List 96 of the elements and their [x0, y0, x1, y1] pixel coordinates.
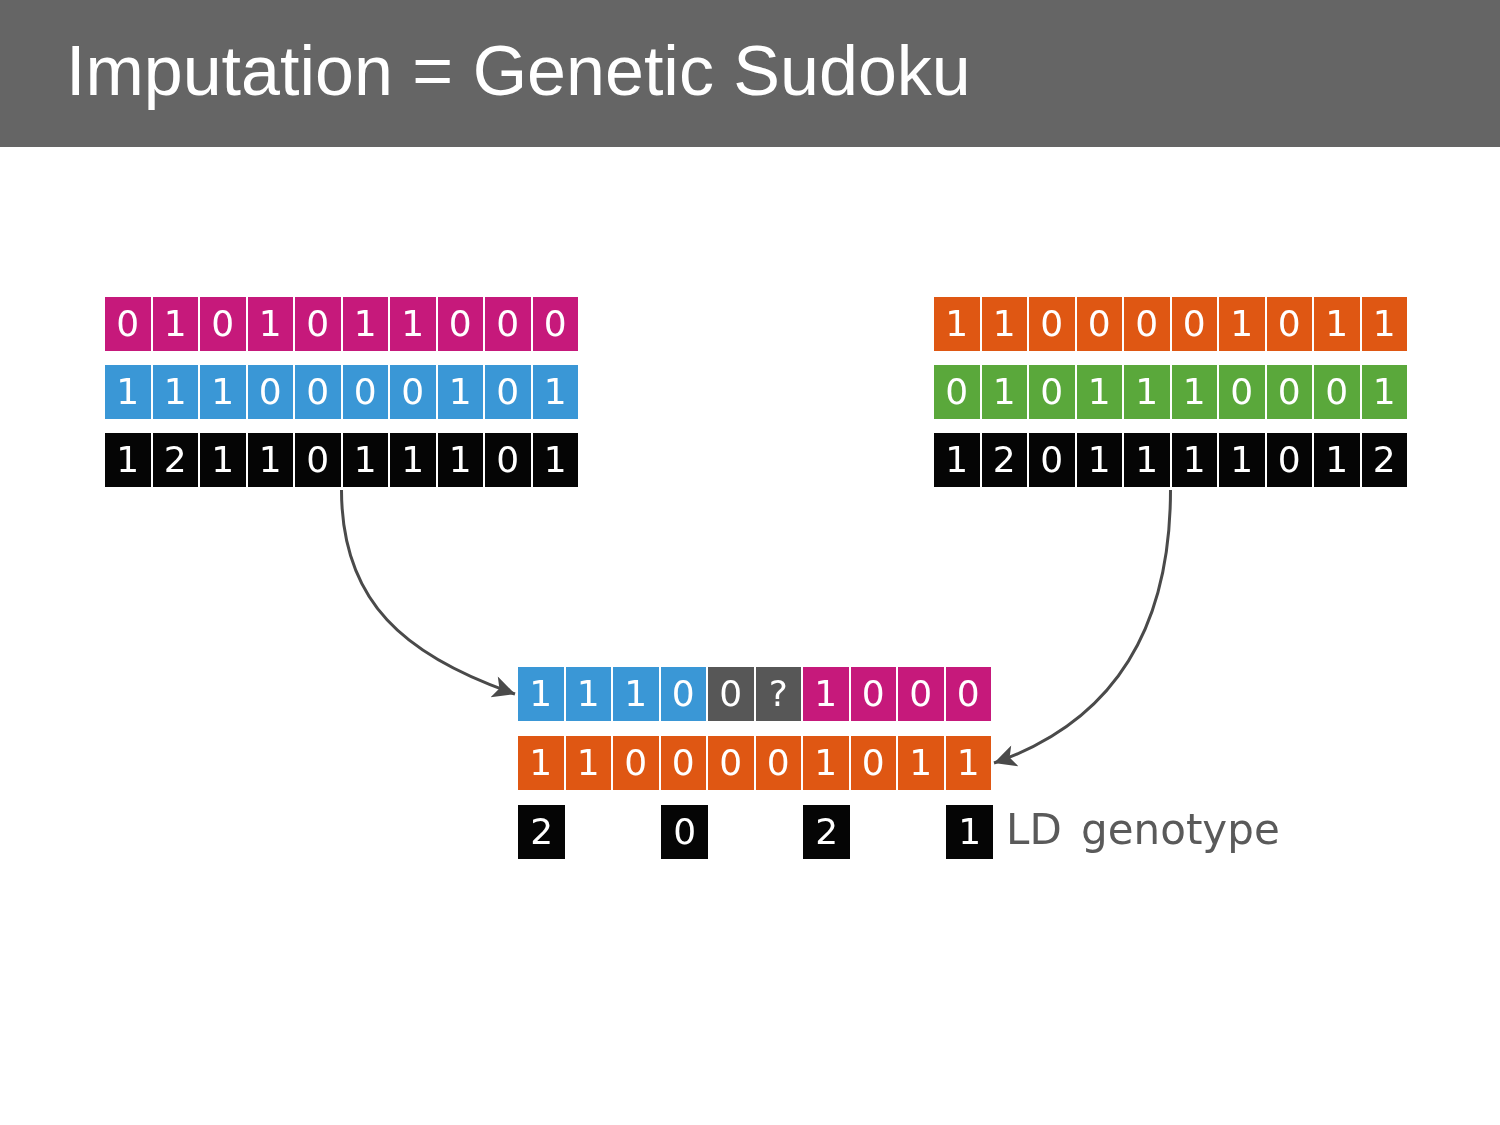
allele-cell: 1: [340, 297, 388, 351]
allele-cell: 0: [706, 667, 754, 721]
allele-cell: 1: [1122, 433, 1170, 487]
allele-cell: 1: [934, 297, 980, 351]
allele-cell: 1: [979, 297, 1027, 351]
allele-cell: 1: [1169, 433, 1217, 487]
allele-cell: 1: [150, 365, 198, 419]
allele-cell: 1: [518, 667, 564, 721]
haplotype-row: [518, 736, 991, 790]
allele-cell: 1: [388, 297, 436, 351]
allele-cell: 1: [1359, 297, 1407, 351]
allele-cell: 2: [1359, 433, 1407, 487]
allele-cell: 0: [1027, 433, 1075, 487]
allele-cell: 1: [340, 433, 388, 487]
haplotype-row: [105, 297, 578, 351]
allele-cell: 1: [611, 667, 659, 721]
allele-cell: 0: [293, 297, 341, 351]
allele-cell: 0: [658, 667, 706, 721]
allele-cell: 1: [198, 433, 246, 487]
allele-cell: 0: [943, 667, 991, 721]
allele-cell: 0: [1264, 297, 1312, 351]
allele-cell: 0: [1264, 365, 1312, 419]
allele-cell: 1: [435, 433, 483, 487]
allele-cell: 0: [1027, 297, 1075, 351]
allele-cell: 0: [245, 365, 293, 419]
allele-cell: 0: [340, 365, 388, 419]
allele-cell: 0: [435, 297, 483, 351]
allele-cell: 1: [801, 667, 849, 721]
allele-cell: 0: [530, 297, 578, 351]
genotype-cell: 2: [803, 805, 851, 859]
allele-cell: 1: [1217, 297, 1265, 351]
allele-cell: 2: [150, 433, 198, 487]
allele-cell: 1: [245, 297, 293, 351]
slide-title: Imputation = Genetic Sudoku: [66, 31, 971, 112]
allele-cell: 1: [979, 365, 1027, 419]
allele-cell: 1: [801, 736, 849, 790]
allele-cell: 1: [563, 667, 611, 721]
genotype-cell: 2: [518, 805, 566, 859]
allele-cell: 0: [483, 433, 531, 487]
allele-cell: 0: [483, 297, 531, 351]
allele-cell: 1: [943, 736, 991, 790]
allele-cell: 1: [1169, 365, 1217, 419]
haplotype-row: [518, 667, 991, 721]
allele-cell: 1: [1217, 433, 1265, 487]
curved-arrow: [340, 489, 516, 697]
allele-cell: 1: [518, 736, 564, 790]
haplotype-row: [934, 297, 1407, 351]
allele-cell: 1: [198, 365, 246, 419]
allele-cell: 0: [1169, 297, 1217, 351]
allele-cell: 0: [934, 365, 980, 419]
allele-cell: 0: [198, 297, 246, 351]
allele-cell: 1: [388, 433, 436, 487]
allele-cell: 0: [293, 365, 341, 419]
allele-cell: 1: [105, 365, 151, 419]
allele-cell: 0: [388, 365, 436, 419]
allele-cell: 1: [934, 433, 980, 487]
row-label: LD genotype: [1006, 804, 1280, 856]
allele-cell: 0: [483, 365, 531, 419]
allele-cell: 0: [1264, 433, 1312, 487]
curved-arrow: [993, 489, 1172, 766]
genotype-row: [934, 433, 1407, 487]
allele-cell: 1: [435, 365, 483, 419]
allele-cell: 0: [1122, 297, 1170, 351]
allele-cell: 0: [611, 736, 659, 790]
allele-cell: 0: [293, 433, 341, 487]
allele-cell: 0: [1074, 297, 1122, 351]
allele-cell: 0: [1312, 365, 1360, 419]
haplotype-row: [105, 365, 578, 419]
allele-cell: 1: [1074, 433, 1122, 487]
allele-cell: 1: [1359, 365, 1407, 419]
allele-cell: 0: [105, 297, 151, 351]
allele-cell: 0: [1027, 365, 1075, 419]
allele-cell: 0: [848, 736, 896, 790]
allele-cell: 1: [150, 297, 198, 351]
allele-cell: 0: [658, 736, 706, 790]
genotype-cell: 1: [946, 805, 994, 859]
allele-cell: 0: [706, 736, 754, 790]
allele-cell: ?: [753, 667, 801, 721]
allele-cell: 1: [105, 433, 151, 487]
allele-cell: 0: [1217, 365, 1265, 419]
allele-cell: 0: [848, 667, 896, 721]
allele-cell: 1: [896, 736, 944, 790]
haplotype-row: [934, 365, 1407, 419]
allele-cell: 1: [1074, 365, 1122, 419]
allele-cell: 2: [979, 433, 1027, 487]
allele-cell: 1: [245, 433, 293, 487]
allele-cell: 1: [530, 433, 578, 487]
allele-cell: 0: [896, 667, 944, 721]
allele-cell: 1: [1122, 365, 1170, 419]
allele-cell: 1: [530, 365, 578, 419]
genotype-row: [105, 433, 578, 487]
genotype-cell: 0: [661, 805, 709, 859]
allele-cell: 1: [563, 736, 611, 790]
allele-cell: 1: [1312, 433, 1360, 487]
allele-cell: 1: [1312, 297, 1360, 351]
allele-cell: 0: [753, 736, 801, 790]
